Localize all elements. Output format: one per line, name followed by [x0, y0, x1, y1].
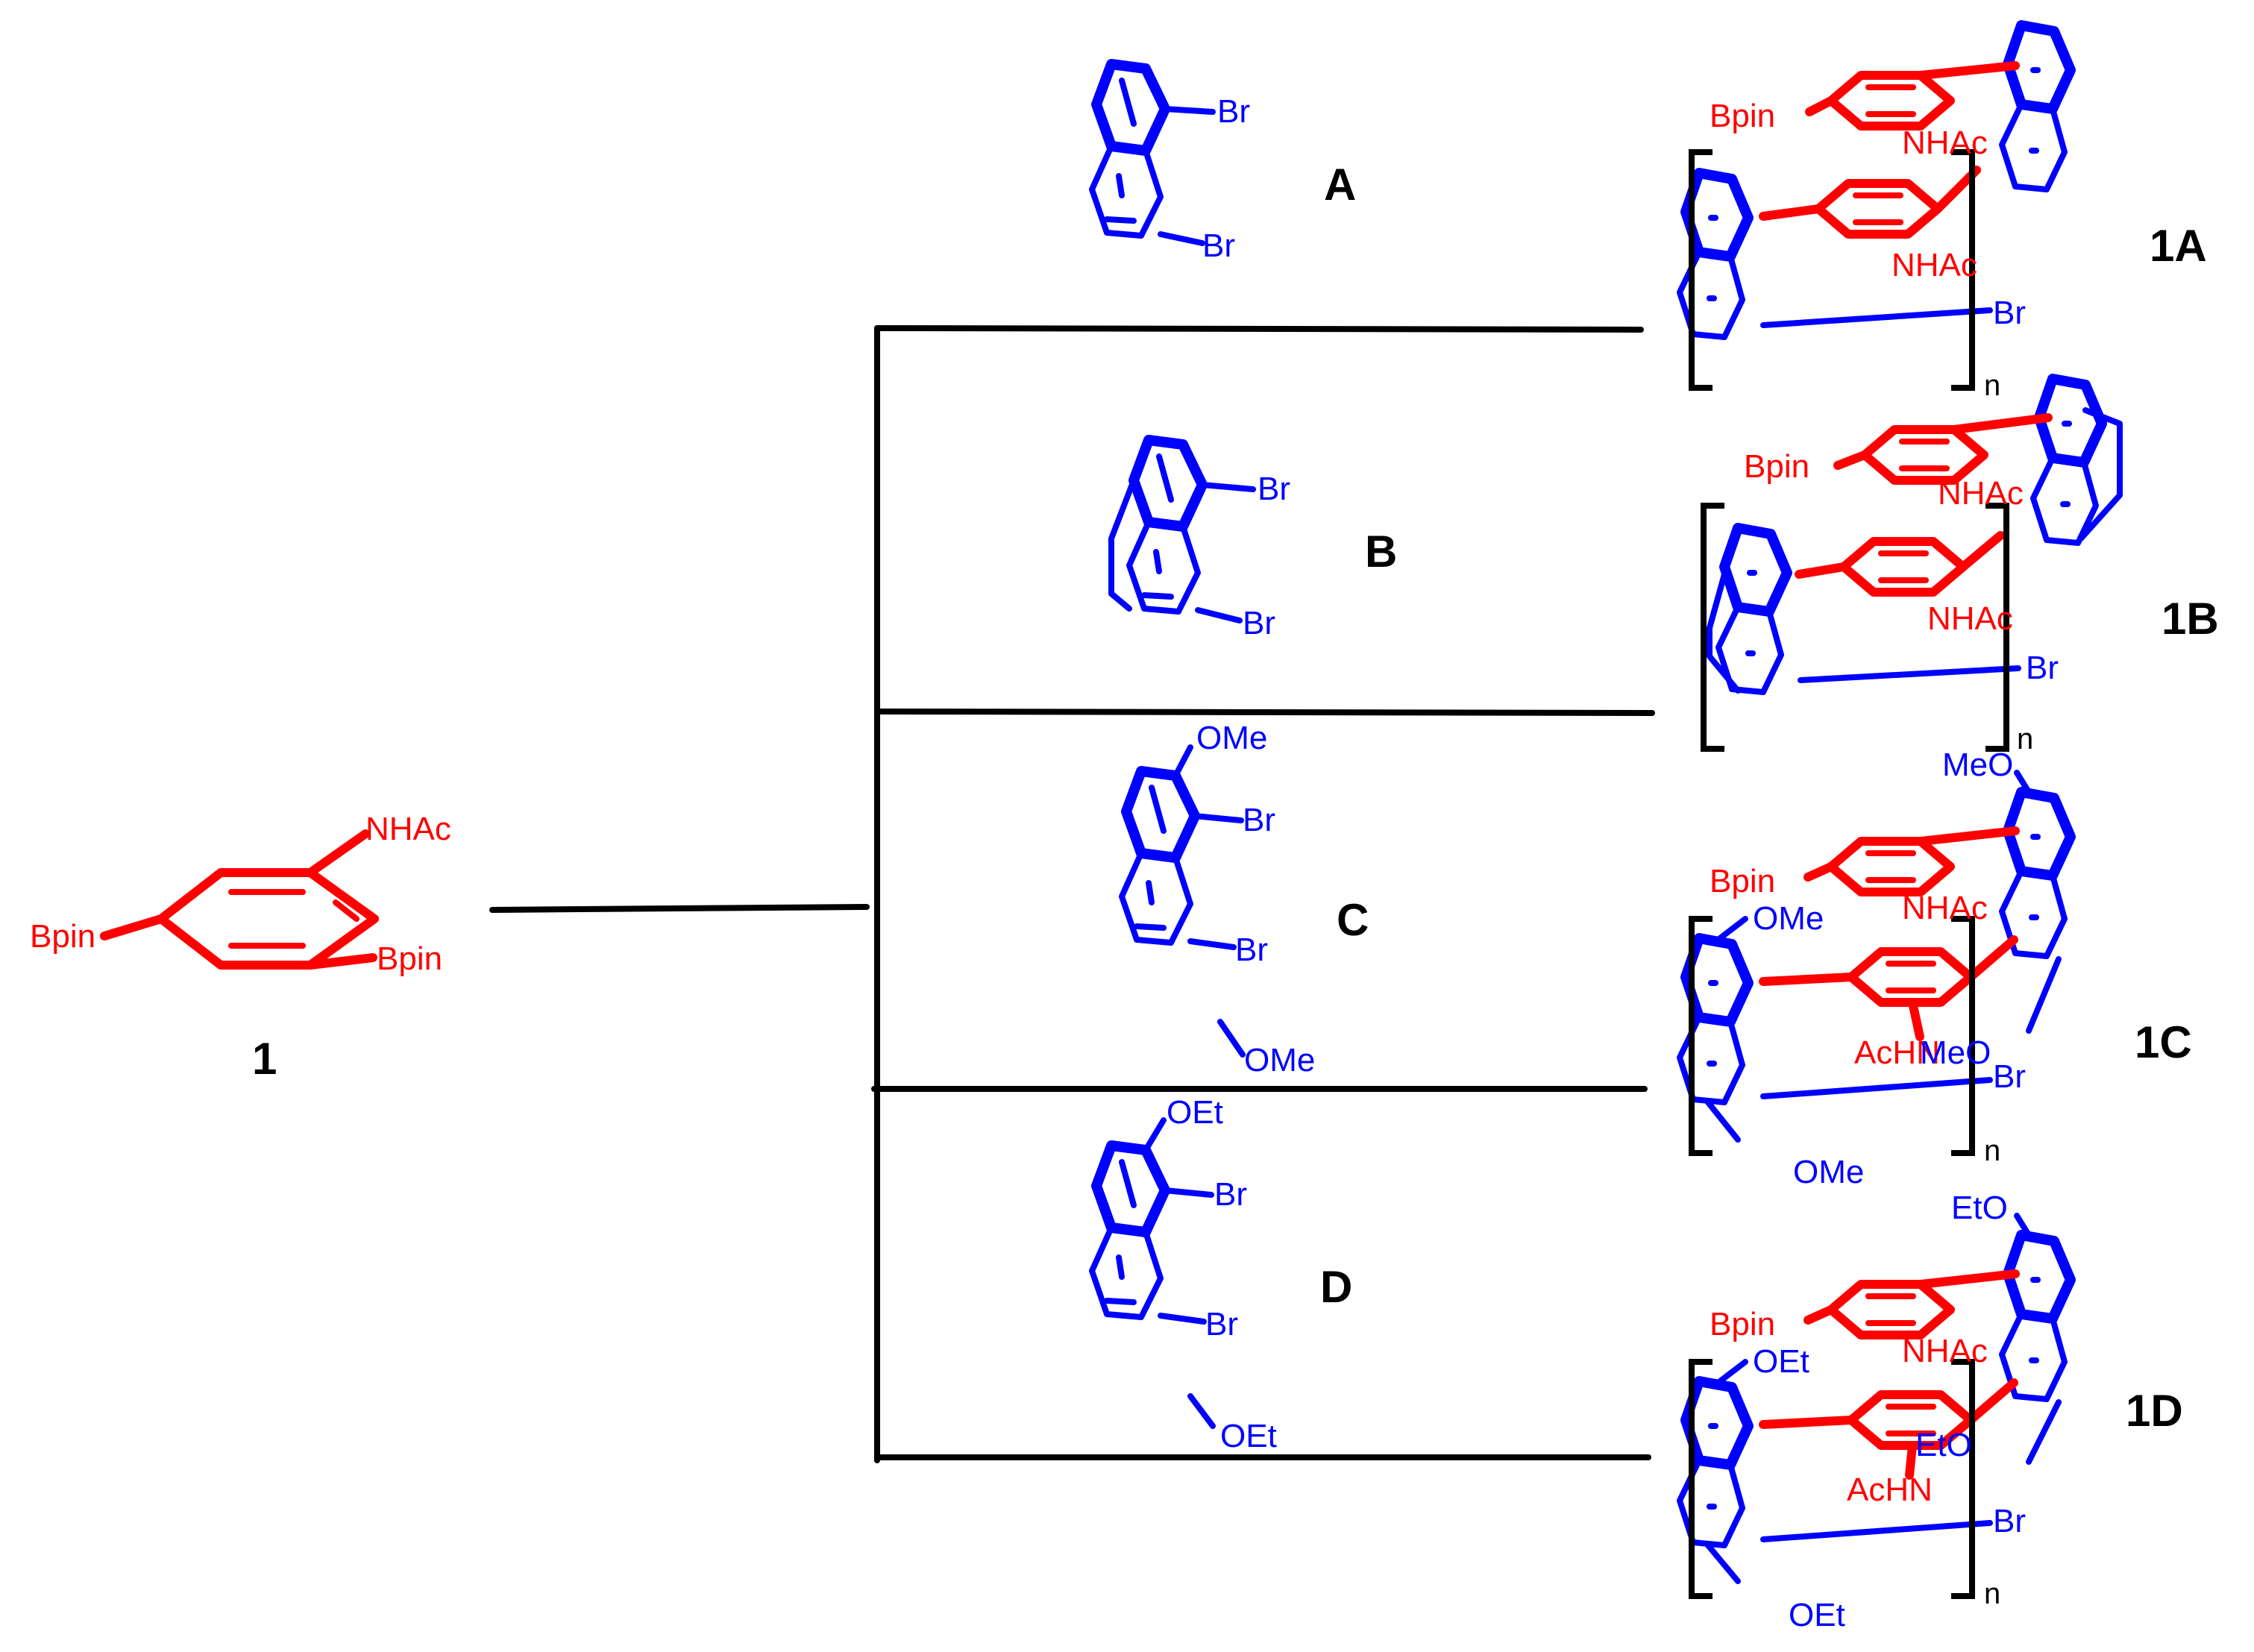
product-1A-n: n [1984, 369, 2000, 402]
product-1B-nhac-top: NHAc [1938, 475, 2024, 512]
product-1A-nhac-top: NHAc [1902, 125, 1988, 161]
product-1D-eto-mid: EtO [1915, 1427, 1972, 1463]
product-1C-nhac-top: NHAc [1902, 890, 1988, 926]
product-1D-eto-top: EtO [1951, 1190, 2008, 1226]
compound-label-1D: 1D [2126, 1386, 2183, 1436]
compound-label-1B: 1B [2162, 594, 2219, 644]
reagent-B-br-2: Br [1243, 605, 1275, 641]
product-1D-achn: AcHN [1847, 1472, 1933, 1508]
reagent-C-ome-top: OMe [1196, 720, 1267, 756]
product-1C-meo-mid: MeO [1920, 1034, 1991, 1071]
product-1A-bpin: Bpin [1710, 98, 1775, 134]
reagent-B-br-1: Br [1258, 471, 1290, 507]
product-1C-br: Br [1993, 1058, 2026, 1095]
substituent-nhac: NHAc [365, 811, 451, 847]
product-1B: Bpin NHAc NHAc Br n 1B [1701, 379, 2219, 756]
arrow-to-1B [874, 709, 1655, 716]
product-1C-meo-top: MeO [1942, 747, 2013, 783]
reagent-D: OEt Br Br OEt D [1092, 1094, 1352, 1454]
reagent-A-br-1: Br [1217, 93, 1250, 130]
product-1C: MeO Bpin NHAc OMe AcHN MeO Br OMe n 1C [1680, 747, 2192, 1190]
compound-label-1: 1 [252, 1034, 277, 1084]
reagent-C-br-1: Br [1243, 802, 1275, 838]
reagent-label-B: B [1365, 527, 1397, 577]
reagent-D-oet-bottom: OEt [1220, 1418, 1277, 1454]
product-1A: Bpin NHAc NHAc Br n 1A [1680, 25, 2207, 402]
product-1B-bpin: Bpin [1744, 448, 1809, 485]
compound-label-1A: 1A [2150, 221, 2207, 271]
product-1D-nhac-top: NHAc [1902, 1333, 1988, 1369]
product-1C-ome-left: OMe [1753, 900, 1824, 937]
reagent-label-C: C [1337, 895, 1369, 945]
compound-label-1C: 1C [2135, 1017, 2192, 1067]
reagent-C-br-2: Br [1235, 932, 1268, 968]
reaction-arrows [489, 325, 1655, 1463]
reagent-D-oet-top: OEt [1167, 1094, 1223, 1131]
substituent-bpin-bottom: Bpin [377, 940, 442, 977]
product-1B-n: n [2017, 723, 2033, 756]
product-1D-oet-bottom: OEt [1789, 1597, 1845, 1633]
product-1A-nhac-mid: NHAc [1892, 247, 1977, 283]
reagent-A-br-2: Br [1202, 227, 1235, 264]
product-1C-n: n [1984, 1134, 2000, 1167]
reagent-D-br-2: Br [1205, 1306, 1238, 1342]
substituent-bpin-left: Bpin [30, 918, 95, 955]
arrow-to-1A [874, 325, 1644, 333]
product-1C-ome-bottom: OMe [1793, 1154, 1864, 1190]
reagent-label-A: A [1324, 160, 1356, 210]
reagent-A: Br Br A [1092, 64, 1356, 264]
product-1D-oet-left: OEt [1753, 1343, 1809, 1380]
product-1A-br: Br [1993, 295, 2026, 331]
product-1D-bpin: Bpin [1710, 1306, 1775, 1342]
reagent-C-ome-bottom: OMe [1244, 1042, 1315, 1078]
reagent-D-br-1: Br [1214, 1176, 1247, 1213]
product-1D-n: n [1984, 1577, 2000, 1610]
product-1C-achn: AcHN [1854, 1034, 1940, 1071]
product-1B-nhac-mid: NHAc [1927, 600, 2013, 637]
product-1D-br: Br [1993, 1503, 2026, 1539]
reagent-B: Br Br B [1108, 440, 1397, 641]
reagent-C: OMe Br Br OMe C [1122, 720, 1369, 1078]
product-1B-br: Br [2026, 650, 2059, 686]
reagent-label-D: D [1320, 1262, 1352, 1312]
starting-material-1: NHAc Bpin Bpin 1 [30, 811, 451, 1084]
product-1C-bpin: Bpin [1710, 863, 1775, 899]
product-1D: EtO Bpin NHAc OEt EtO AcHN Br OEt n 1D [1680, 1190, 2183, 1633]
